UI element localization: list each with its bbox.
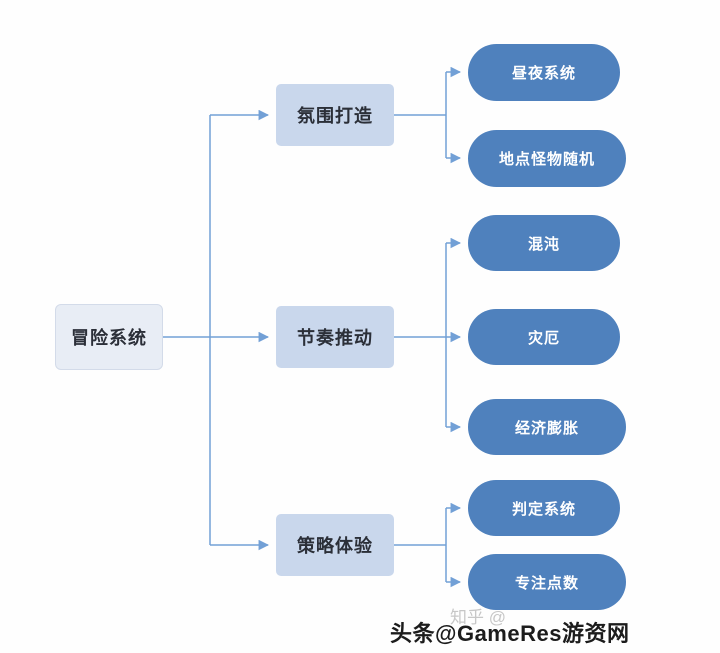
root-node: 冒险系统 [55, 304, 163, 370]
watermark-zhihu: 知乎 @ [450, 608, 506, 627]
leaf-node: 专注点数 [468, 554, 626, 610]
branch-node-strategy: 策略体验 [276, 514, 394, 576]
leaf-node: 地点怪物随机 [468, 130, 626, 187]
branch-node-atmosphere: 氛围打造 [276, 84, 394, 146]
leaf-node: 混沌 [468, 215, 620, 271]
leaf-node: 判定系统 [468, 480, 620, 536]
branch-node-rhythm: 节奏推动 [276, 306, 394, 368]
watermark-gameres: 头条@GameRes游资网 [390, 621, 630, 646]
leaf-node: 灾厄 [468, 309, 620, 365]
leaf-node: 昼夜系统 [468, 44, 620, 101]
leaf-node: 经济膨胀 [468, 399, 626, 455]
